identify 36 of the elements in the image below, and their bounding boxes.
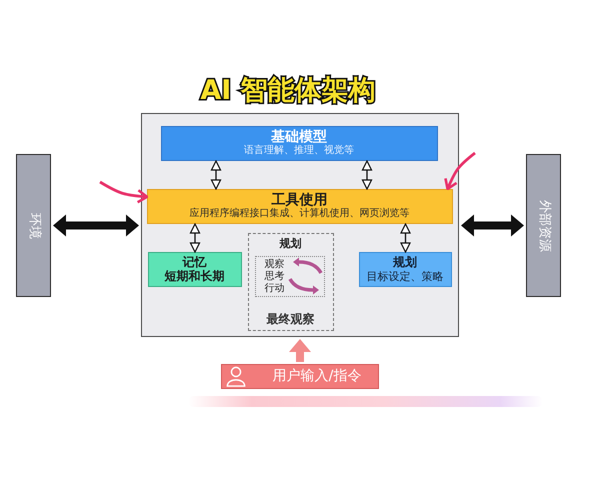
heading: 工具使用 <box>272 192 328 208</box>
step-label: 行动 <box>264 282 284 296</box>
subtitle: 短期和长期 <box>164 269 224 284</box>
double-arrow <box>362 160 372 190</box>
heading: 基础模型 <box>271 128 327 145</box>
group-footer: 最终观察 <box>266 312 314 326</box>
block-arrow <box>289 339 311 362</box>
planning-panel <box>358 252 452 286</box>
double-arrow <box>190 223 200 253</box>
group-heading: 规划 <box>280 236 302 250</box>
vertical-label: 环境 <box>26 212 42 238</box>
step-label: 观察 <box>264 258 284 270</box>
loop-panel <box>255 256 326 298</box>
double-arrow <box>400 223 411 253</box>
annotation-arrow <box>99 180 148 204</box>
double-arrow <box>53 214 139 236</box>
step-label: 思考 <box>264 270 284 283</box>
annotation-arrow <box>444 152 476 190</box>
input-panel <box>221 364 379 389</box>
subtitle: 语言理解、推理、视觉等 <box>244 145 354 158</box>
side-panel <box>526 154 561 297</box>
side-panel <box>16 154 51 297</box>
memory-panel <box>148 252 242 286</box>
model-panel <box>160 126 438 160</box>
double-arrow <box>210 160 222 190</box>
subtitle: 目标设定、策略 <box>366 270 444 283</box>
subtitle: 应用程序编程接口集成、计算机使用、网页浏览等 <box>190 208 410 220</box>
container-panel <box>141 113 459 337</box>
input-label: 用户输入/指令 <box>272 368 362 385</box>
title: AI 智能体架构 <box>200 76 376 106</box>
dashed-group <box>248 232 334 330</box>
heading: 记忆 <box>182 254 206 269</box>
vertical-label: 外部资源 <box>536 200 552 252</box>
double-arrow <box>461 214 524 236</box>
tool-panel <box>146 188 452 224</box>
heading: 规划 <box>393 255 417 270</box>
